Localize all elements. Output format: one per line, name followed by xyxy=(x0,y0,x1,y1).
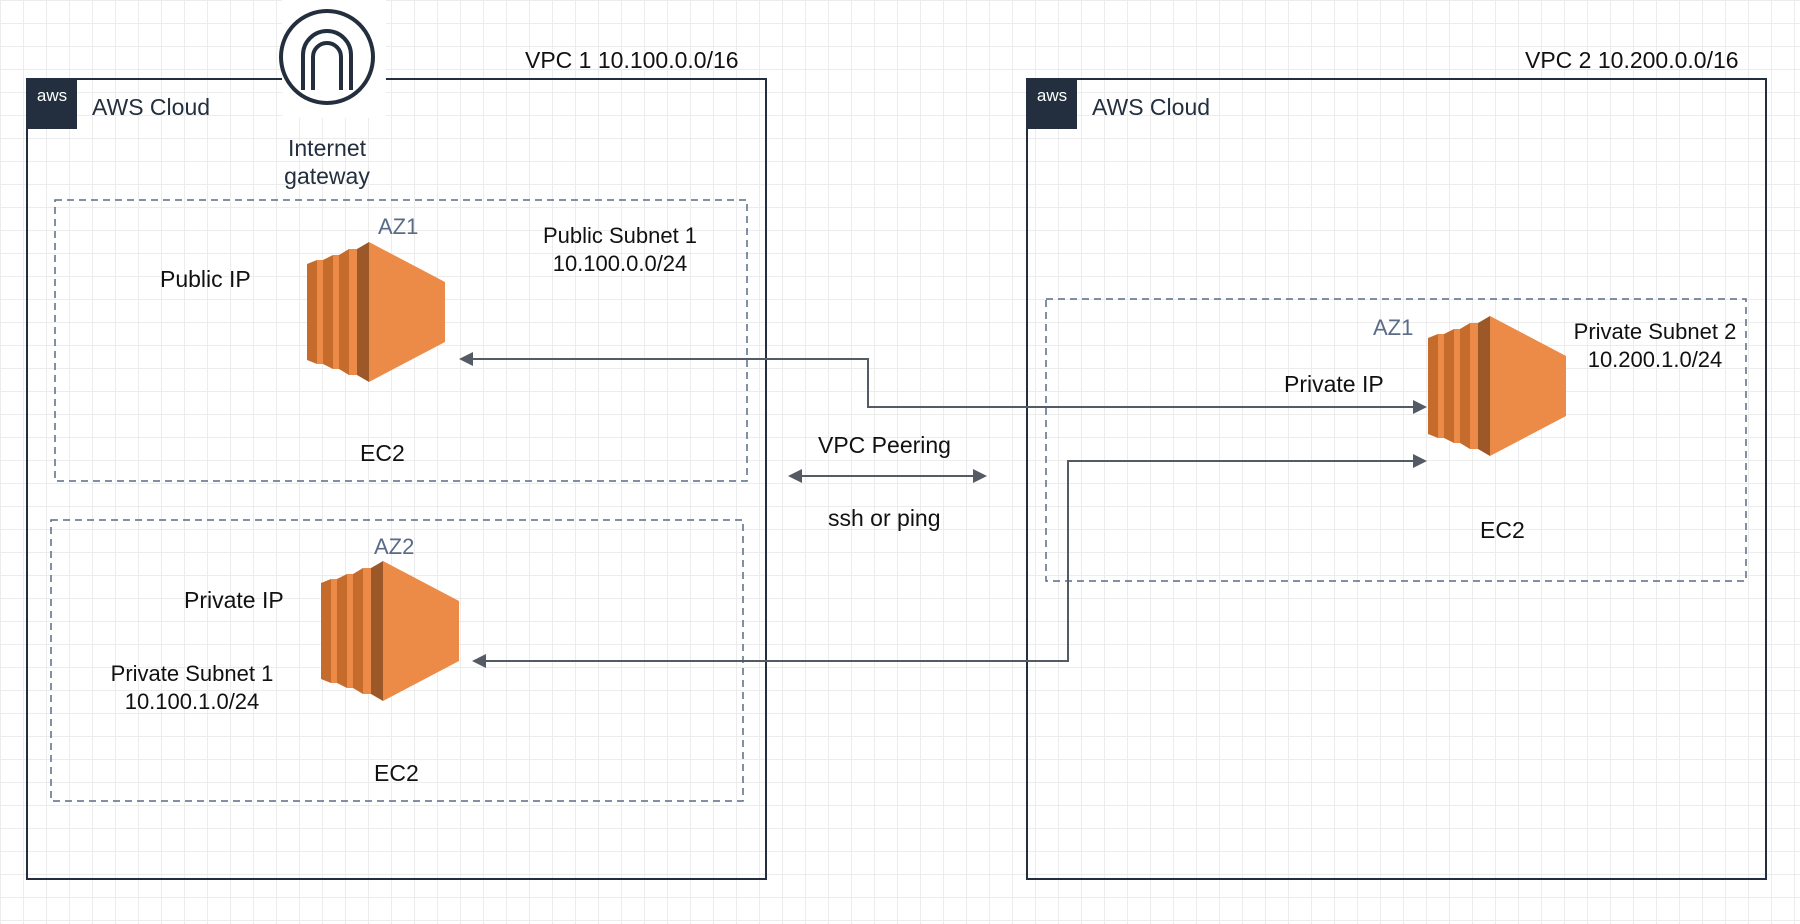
connector-private-to-vpc2 xyxy=(472,454,1427,668)
internet-gateway-label: Internet gateway xyxy=(262,134,392,190)
private-subnet-1-az: AZ2 xyxy=(374,534,415,559)
vpc1-title: VPC 1 10.100.0.0/16 xyxy=(525,47,739,73)
ec2-private1-icon xyxy=(321,561,459,701)
vpc1-cloud-label: AWS Cloud xyxy=(92,94,211,120)
subnet-name: Private Subnet 1 xyxy=(110,661,274,686)
internet-gateway-icon xyxy=(279,9,375,105)
subnet-cidr: 10.100.1.0/24 xyxy=(124,689,260,714)
peering-protocol-label: ssh or ping xyxy=(828,505,941,531)
ec2-public-icon xyxy=(307,242,445,382)
gateway-label-line1: Internet xyxy=(288,135,366,161)
private-ip-label-vpc1: Private IP xyxy=(184,587,284,613)
aws-logo-vpc1: aws xyxy=(27,79,77,129)
vpc2-container xyxy=(1026,78,1767,880)
private-ip-label-vpc2: Private IP xyxy=(1284,371,1384,397)
subnet-cidr: 10.200.1.0/24 xyxy=(1587,347,1723,372)
aws-logo-text: aws xyxy=(36,86,68,105)
gateway-label-line2: gateway xyxy=(284,163,370,189)
subnet-name: Public Subnet 1 xyxy=(542,223,698,248)
private-subnet-2-label: Private Subnet 2 10.200.1.0/24 xyxy=(1555,318,1755,374)
aws-logo-vpc2: aws xyxy=(1027,79,1077,129)
ec2-private2-label: EC2 xyxy=(1480,517,1525,543)
aws-logo-text: aws xyxy=(1036,86,1068,105)
public-subnet-az: AZ1 xyxy=(378,214,419,239)
vpc-peering-label: VPC Peering xyxy=(818,432,951,458)
private-subnet-1-label: Private Subnet 1 10.100.1.0/24 xyxy=(92,660,292,716)
vpc2-cloud-label: AWS Cloud xyxy=(1092,94,1211,120)
private-subnet-2-az: AZ1 xyxy=(1373,315,1414,340)
connector-public-to-vpc2 xyxy=(459,352,1427,414)
subnet-cidr: 10.100.0.0/24 xyxy=(552,251,688,276)
ec2-public-label: EC2 xyxy=(360,440,405,466)
subnet-name: Private Subnet 2 xyxy=(1573,319,1737,344)
ec2-private2-icon xyxy=(1428,316,1566,456)
public-subnet-1-box xyxy=(54,199,748,482)
public-subnet-1-label: Public Subnet 1 10.100.0.0/24 xyxy=(520,222,720,278)
vpc2-title: VPC 2 10.200.0.0/16 xyxy=(1525,47,1739,73)
ec2-private1-label: EC2 xyxy=(374,760,419,786)
public-ip-label: Public IP xyxy=(160,266,251,292)
